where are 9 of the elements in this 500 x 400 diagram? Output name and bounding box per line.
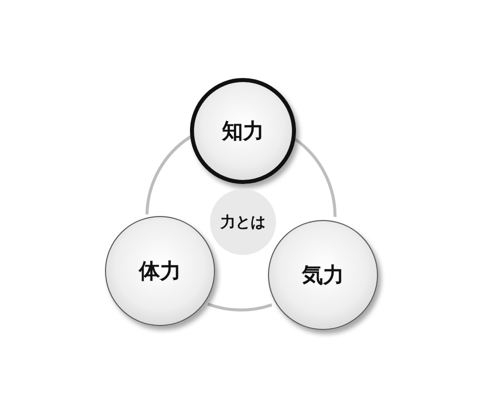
center-circle [210, 189, 276, 255]
ring-connector [146, 136, 192, 215]
node-label: 体力 [139, 258, 181, 285]
ring-connector [207, 302, 272, 312]
node-label: 気力 [302, 262, 344, 289]
node-label: 力とは [220, 212, 266, 232]
ring-connector [294, 138, 336, 217]
node-label: 知力 [222, 118, 264, 145]
circle-node [268, 220, 378, 330]
